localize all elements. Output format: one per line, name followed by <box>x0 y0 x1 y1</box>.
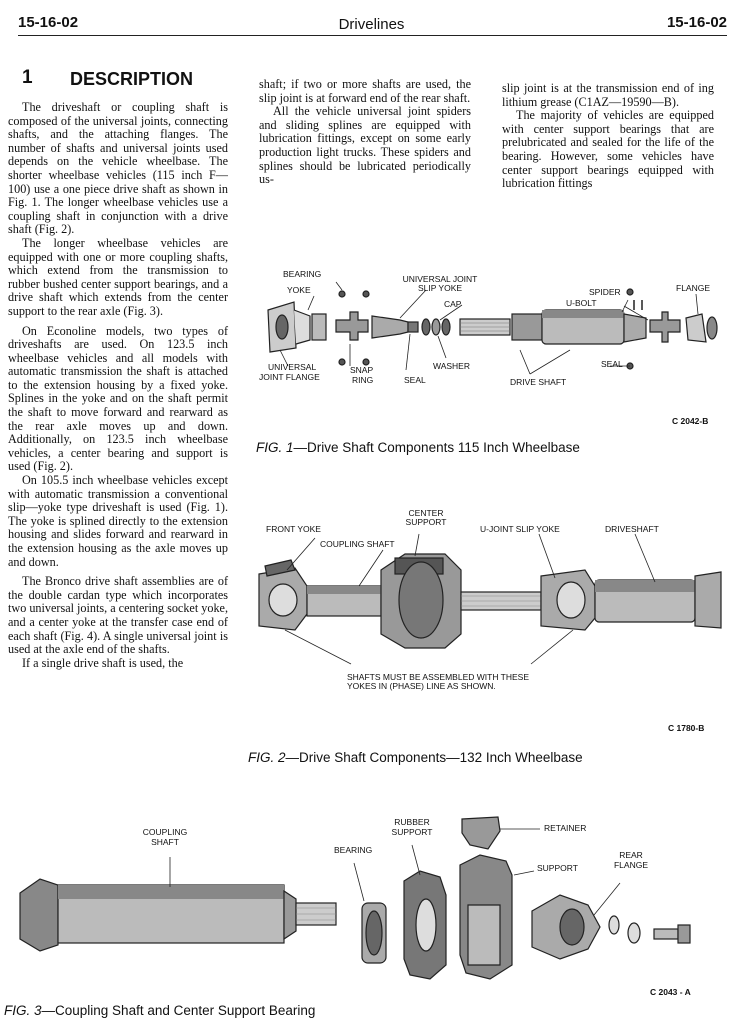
fig1-label-cap: CAP <box>444 299 462 309</box>
fig3-label-bearing: BEARING <box>334 845 373 855</box>
fig2-label-driveshaft: DRIVESHAFT <box>605 524 659 534</box>
fig1-label-ring: RING <box>352 375 374 385</box>
fig2-label-center: CENTER <box>408 508 444 518</box>
fig1-label-flange: FLANGE <box>676 283 711 293</box>
fig3-label-retainer: RETAINER <box>544 823 587 833</box>
paragraph: On 105.5 inch wheelbase vehicles except … <box>8 473 228 569</box>
text-column-3: slip joint is at the transmission end of… <box>502 81 714 191</box>
fig3-caption: FIG. 3—Coupling Shaft and Center Support… <box>4 1003 315 1018</box>
fig3-label-rear: REAR <box>619 850 643 860</box>
fig1-caption: FIG. 1—Drive Shaft Components 115 Inch W… <box>256 440 580 455</box>
header-rule <box>18 35 727 36</box>
fig2-drive-shaft-illustration <box>258 533 722 665</box>
running-title: Drivelines <box>338 16 405 33</box>
fig1-label-yoke: YOKE <box>287 285 311 295</box>
fig2-caption-prefix: FIG. 2 <box>248 750 286 765</box>
text-column-1: The driveshaft or coupling shaft is comp… <box>8 100 228 670</box>
fig2-note-line-1: SHAFTS MUST BE ASSEMBLED WITH THESE <box>347 672 529 682</box>
paragraph: On Econoline models, two types of drives… <box>8 323 228 474</box>
fig2-code: C 1780-B <box>668 723 705 733</box>
fig3-coupling-shaft-illustration <box>19 816 691 980</box>
fig3-caption-text: —Coupling Shaft and Center Support Beari… <box>41 1003 316 1018</box>
paragraph: The driveshaft or coupling shaft is comp… <box>8 100 228 237</box>
text-column-2: shaft; if two or more shafts are used, t… <box>259 77 471 187</box>
paragraph: If a single drive shaft is used, the <box>22 655 184 670</box>
fig1-label-seal: SEAL <box>404 375 426 385</box>
fig1-label-washer: WASHER <box>433 361 470 371</box>
page-number-left: 15-16-02 <box>18 14 79 31</box>
fig3-label-shaft: SHAFT <box>151 837 179 847</box>
fig1-caption-prefix: FIG. 1 <box>256 440 294 455</box>
fig2-caption-text: —Drive Shaft Components—132 Inch Wheelba… <box>285 750 583 765</box>
fig1-label-u-bolt: U-BOLT <box>566 298 597 308</box>
fig3-label-rubber-support: SUPPORT <box>391 827 433 837</box>
fig1-label-universal: UNIVERSAL <box>268 362 317 372</box>
fig1-label-bearing: BEARING <box>283 269 322 279</box>
fig2-label-coupling-shaft: COUPLING SHAFT <box>320 539 395 549</box>
fig2-label-u-joint-slip-yoke: U-JOINT SLIP YOKE <box>480 524 560 534</box>
fig1-label-slip-yoke: SLIP YOKE <box>417 283 463 293</box>
fig3-caption-prefix: FIG. 3 <box>4 1003 42 1018</box>
page-number-right: 15-16-02 <box>666 14 727 31</box>
fig3-label-flange: FLANGE <box>613 860 648 870</box>
paragraph: slip joint is at the transmission end of… <box>502 81 714 109</box>
section-title: DESCRIPTION <box>70 69 194 89</box>
fig1-label-snap: SNAP <box>350 365 374 375</box>
section-number: 1 <box>22 67 33 88</box>
fig2-caption: FIG. 2—Drive Shaft Components—132 Inch W… <box>248 750 583 765</box>
fig3-label-rubber: RUBBER <box>394 817 430 827</box>
fig1-caption-text: —Drive Shaft Components 115 Inch Wheelba… <box>293 440 580 455</box>
fig1-code: C 2042-B <box>672 416 709 426</box>
fig3-code: C 2043 - A <box>650 987 691 997</box>
paragraph: All the vehicle universal joint spiders … <box>259 104 471 187</box>
fig1-drive-shaft-illustration <box>267 281 718 375</box>
fig2-label-front-yoke: FRONT YOKE <box>266 524 321 534</box>
fig2-label-support: SUPPORT <box>405 517 447 527</box>
fig1-label-joint-flange: JOINT FLANGE <box>259 372 320 382</box>
fig3-label-support: SUPPORT <box>537 863 578 873</box>
fig1-label-universal-joint: UNIVERSAL JOINT <box>402 274 478 284</box>
paragraph: The Bronco drive shaft assemblies are of… <box>8 574 228 657</box>
paragraph: The majority of vehicles are equipped wi… <box>502 108 714 191</box>
fig3-label-coupling: COUPLING <box>142 827 188 837</box>
fig1-label-seal-2: SEAL <box>601 359 623 369</box>
paragraph: The longer wheelbase vehicles are equipp… <box>8 235 228 318</box>
fig1-label-drive-shaft: DRIVE SHAFT <box>510 377 567 387</box>
fig2-note-line-2: YOKES IN (PHASE) LINE AS SHOWN. <box>347 681 496 691</box>
fig1-label-spider: SPIDER <box>589 287 621 297</box>
paragraph: shaft; if two or more shafts are used, t… <box>259 77 471 105</box>
